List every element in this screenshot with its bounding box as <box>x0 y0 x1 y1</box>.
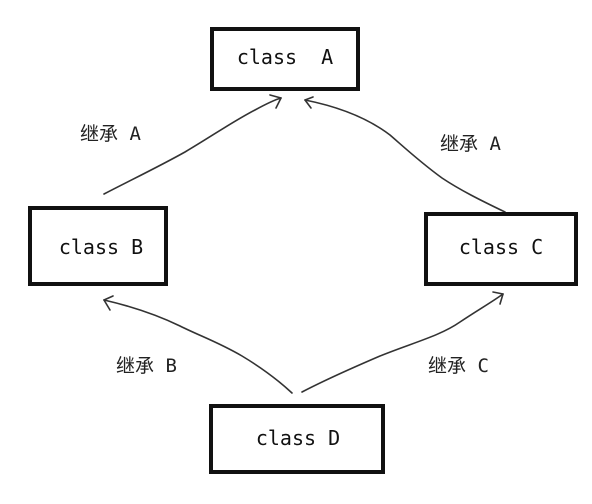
edge-label-d-to-b: 继承 B <box>116 355 177 377</box>
node-class-b-label: class B <box>59 235 143 259</box>
edge-d-to-b: 继承 B <box>103 295 293 394</box>
node-class-a-box <box>210 27 360 91</box>
node-class-c-label: class C <box>459 235 543 259</box>
node-class-d-label: class D <box>256 426 340 450</box>
edge-label-b-to-a: 继承 A <box>80 123 141 145</box>
node-class-d: class D <box>209 404 385 474</box>
node-class-b: class B <box>28 206 168 286</box>
edge-label-d-to-c: 继承 C <box>428 355 489 377</box>
edge-d-to-c-line <box>301 293 504 393</box>
edge-b-to-a-line <box>103 97 282 195</box>
edge-c-to-a-line <box>304 99 506 213</box>
node-class-d-box <box>209 404 385 474</box>
node-class-b-box <box>28 206 168 286</box>
edge-d-to-c: 继承 C <box>301 291 504 393</box>
edge-c-to-a-arrowhead <box>304 96 314 109</box>
node-class-a-label: class A <box>237 45 333 69</box>
node-class-c-box <box>424 212 578 286</box>
edge-d-to-b-arrowhead <box>103 295 114 311</box>
edge-label-c-to-a: 继承 A <box>440 133 501 155</box>
edge-b-to-a-arrowhead <box>269 94 282 109</box>
node-class-a: class A <box>210 27 360 91</box>
edge-b-to-a: 继承 A <box>80 94 282 195</box>
edge-c-to-a: 继承 A <box>304 96 506 213</box>
edge-d-to-c-arrowhead <box>492 291 504 305</box>
edge-d-to-b-line <box>103 299 293 394</box>
node-class-c: class C <box>424 212 578 286</box>
